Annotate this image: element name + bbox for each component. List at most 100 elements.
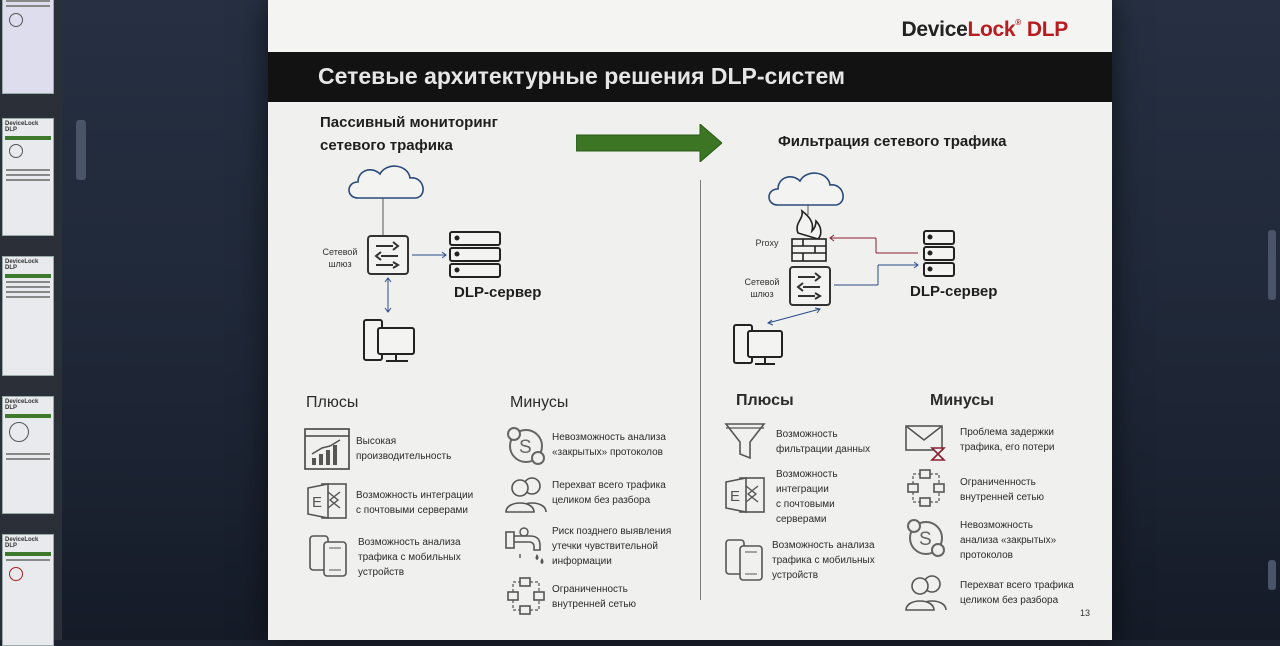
logo-lock: Lock <box>967 18 1016 41</box>
slide-header: DeviceLock®DLP <box>268 0 1112 52</box>
item-line: Возможность интеграции <box>356 490 474 501</box>
left-pro-item-1: Высокая производительность <box>356 434 451 464</box>
item-line: Возможность <box>776 429 838 440</box>
slide-thumbnail-4[interactable]: DeviceLock DLP <box>2 396 54 514</box>
thumbnail-title-bar <box>5 136 51 140</box>
item-line: серверами <box>776 514 827 525</box>
current-slide: DeviceLock®DLP Сетевые архитектурные реш… <box>268 0 1112 640</box>
thumbnail-title-bar <box>5 552 51 556</box>
thumbnail-icon <box>9 13 23 27</box>
page-number: 13 <box>1079 608 1090 618</box>
thumbnail-line <box>6 296 50 298</box>
left-dlp-server-label: DLP-сервер <box>454 284 542 301</box>
svg-text:S: S <box>919 529 932 550</box>
item-line: целиком без разбора <box>552 495 651 506</box>
right-gateway-label-line1: Сетевой <box>744 277 780 287</box>
item-line: с почтовыми серверами <box>356 505 468 516</box>
item-line: внутренней сетью <box>960 492 1045 503</box>
right-cons-heading: Минусы <box>930 392 994 409</box>
left-gateway-label: Сетевой шлюз <box>316 246 364 270</box>
thumbnail-line <box>6 0 50 2</box>
right-con-item-4: Перехват всего трафика целиком без разбо… <box>960 578 1074 608</box>
left-pro-item-3: Возможность анализа трафика с мобильных … <box>358 535 461 580</box>
thumbnail-line <box>6 458 50 460</box>
item-line: Высокая <box>356 436 397 447</box>
chart-icon <box>304 428 350 470</box>
slide-thumbnail-1[interactable] <box>2 0 54 94</box>
cloud-icon <box>768 172 844 206</box>
workstation-icon <box>363 319 415 362</box>
item-line: интеграции <box>776 484 829 495</box>
thumbnail-line <box>6 179 50 181</box>
svg-text:E: E <box>312 494 322 511</box>
slide-thumbnail-2[interactable]: DeviceLock DLP <box>2 118 54 236</box>
thumbnail-scrollbar[interactable] <box>76 120 86 180</box>
item-line: устройств <box>772 570 819 581</box>
item-line: Ограниченность <box>960 477 1036 488</box>
right-pro-item-2: Возможность интеграции с почтовыми серве… <box>776 467 838 527</box>
item-line: Невозможность <box>960 520 1033 531</box>
slide-thumbnail-3[interactable]: DeviceLock DLP <box>2 256 54 376</box>
item-line: Невозможность анализа <box>552 432 666 443</box>
item-line: Возможность <box>776 469 838 480</box>
thumbnail-line <box>6 291 50 293</box>
thumbnail-icon <box>9 422 29 442</box>
network-icon <box>507 577 545 615</box>
slide-title-bar: Сетевые архитектурные решения DLP-систем <box>268 52 1112 102</box>
left-con-item-4: Ограниченность внутренней сетью <box>552 582 636 612</box>
users-icon <box>905 575 947 611</box>
item-line: устройств <box>358 567 405 578</box>
thumbnail-line <box>6 281 50 283</box>
right-gateway-label: Сетевой шлюз <box>738 276 786 300</box>
right-con-item-3: Невозможность анализа «закрытых» протоко… <box>960 518 1056 563</box>
left-pros-heading: Плюсы <box>306 394 359 411</box>
filter-icon <box>724 423 766 460</box>
exchange-icon: E <box>725 477 765 513</box>
thumbnail-line <box>6 5 50 7</box>
gateway-icon <box>367 235 409 275</box>
item-line: Возможность анализа <box>772 540 875 551</box>
skype-icon: S <box>907 519 945 557</box>
slide-thumbnail-panel: DeviceLock DLP DeviceLock DLP DeviceLock… <box>0 0 62 646</box>
proxy-label: Proxy <box>755 238 779 248</box>
thumbnail-line <box>6 559 50 561</box>
left-gateway-label-line1: Сетевой <box>322 247 358 257</box>
item-line: Возможность анализа <box>358 537 461 548</box>
firewall-icon <box>791 209 827 262</box>
svg-text:E: E <box>730 488 740 505</box>
left-con-item-3: Риск позднего выявления утечки чувствите… <box>552 524 671 569</box>
item-line: Перехват всего трафика <box>960 580 1074 591</box>
mobile-icon <box>725 539 763 581</box>
svg-text:S: S <box>519 437 532 458</box>
item-line: анализа «закрытых» <box>960 535 1057 546</box>
devicelock-logo: DeviceLock®DLP <box>902 18 1069 42</box>
exchange-icon: E <box>307 483 347 519</box>
item-line: производительность <box>356 451 452 462</box>
left-con-item-1: Невозможность анализа «закрытых» протоко… <box>552 430 666 460</box>
thumbnail-icon <box>9 144 23 158</box>
thumbnail-line <box>6 453 50 455</box>
left-gateway-label-line2: шлюз <box>328 259 352 269</box>
right-con-item-2: Ограниченность внутренней сетью <box>960 475 1044 505</box>
right-pro-item-3: Возможность анализа трафика с мобильных … <box>772 538 875 583</box>
left-network-diagram <box>348 165 501 362</box>
item-line: Риск позднего выявления <box>552 526 672 537</box>
mail-hourglass-icon <box>905 425 946 461</box>
slide-thumbnail-5[interactable]: DeviceLock DLP <box>2 534 54 646</box>
server-icon <box>923 230 955 277</box>
server-icon <box>449 231 501 278</box>
thumbnail-title-bar <box>5 414 51 418</box>
users-icon <box>505 477 547 513</box>
vertical-scrollbar[interactable] <box>1268 230 1276 300</box>
right-heading: Фильтрация сетевого трафика <box>778 133 1007 150</box>
left-cons-heading: Минусы <box>510 394 569 411</box>
thumbnail-line <box>6 169 50 171</box>
item-line: фильтрации данных <box>776 444 871 455</box>
green-arrow-icon <box>576 124 722 162</box>
vertical-scrollbar-lower[interactable] <box>1268 560 1276 590</box>
right-dlp-server-label: DLP-сервер <box>910 283 998 300</box>
thumbnail-logo: DeviceLock DLP <box>5 259 39 271</box>
left-pro-item-2: Возможность интеграции с почтовыми серве… <box>356 488 473 518</box>
left-heading-line1: Пассивный мониторинг <box>320 114 498 131</box>
right-con-item-1: Проблема задержки трафика, его потери <box>960 425 1055 455</box>
